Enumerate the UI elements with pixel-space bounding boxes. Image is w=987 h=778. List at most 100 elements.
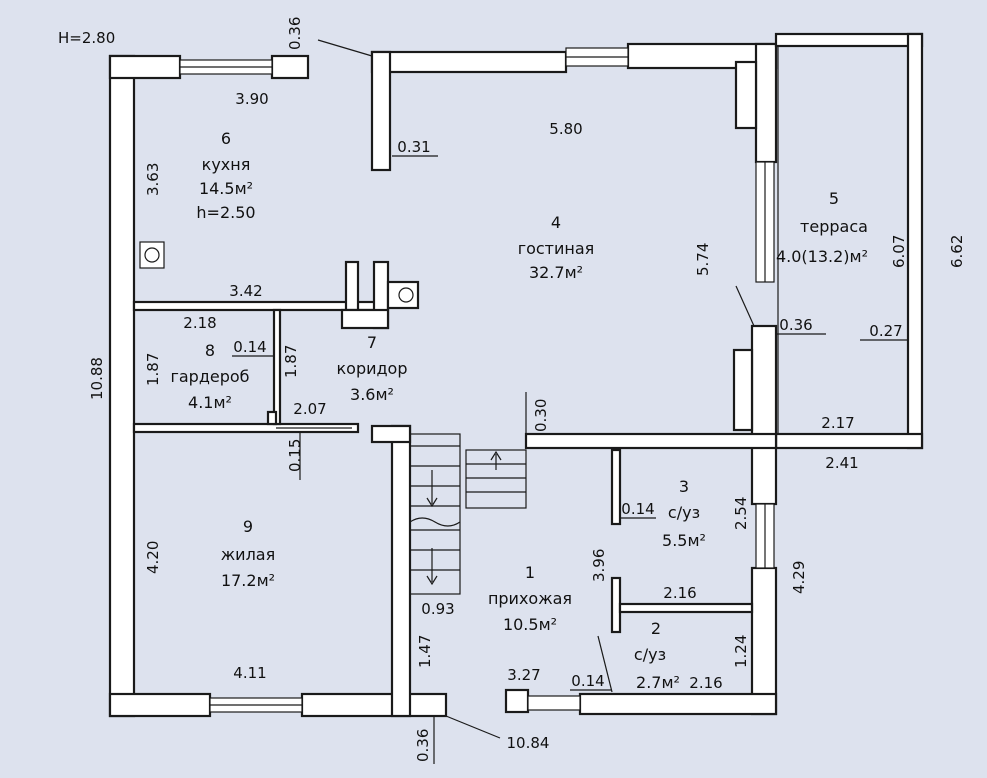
room-area: 5.5м² — [662, 531, 706, 550]
dimension: 3.42 — [229, 282, 262, 300]
room-number: 3 — [679, 477, 689, 496]
dimension: 0.14 — [621, 500, 654, 518]
dimension: 1.47 — [416, 635, 434, 668]
dimension: 0.14 — [233, 338, 266, 356]
windows — [179, 47, 775, 713]
dimension: 2.16 — [689, 674, 722, 692]
terrace-right-wall — [906, 32, 924, 450]
dimension: 0.31 — [397, 138, 430, 156]
dimension: 6.62 — [948, 235, 966, 268]
dimension: 2.18 — [183, 314, 216, 332]
bath-right-wall — [750, 566, 778, 716]
room-name: жилая — [221, 545, 275, 564]
living-right-pier — [734, 60, 758, 130]
bath3-left-partition — [610, 448, 622, 526]
stair-left-wall — [390, 424, 412, 718]
dimension: 4.11 — [233, 664, 266, 682]
terrace-top-wall — [774, 32, 924, 48]
room-number: 6 — [221, 129, 231, 148]
kitchen-top-wall-left — [108, 54, 182, 80]
living-right-wall-upper — [754, 42, 778, 164]
room-number: 5 — [829, 189, 839, 208]
kitchen-bottom-partition — [132, 300, 378, 312]
living-left-pier — [370, 50, 392, 172]
dimension: 2.17 — [821, 414, 854, 432]
dimension: 3.63 — [144, 163, 162, 196]
dimension: 3.90 — [235, 90, 268, 108]
dimension: 5.80 — [549, 120, 582, 138]
stair-break-line — [409, 517, 461, 527]
dimension: 0.15 — [286, 439, 304, 472]
terrace-bottom-wall — [774, 432, 924, 450]
terrace-inner-line — [777, 45, 909, 435]
boiler — [139, 241, 165, 269]
dimension: 0.36 — [414, 729, 432, 762]
room-number: 8 — [205, 341, 215, 360]
room-name: гардероб — [170, 367, 249, 386]
staircase — [409, 433, 527, 595]
partitions — [132, 241, 754, 634]
dimension: 2.41 — [825, 454, 858, 472]
stove-circle — [398, 287, 414, 303]
arrow-down-icon — [426, 575, 438, 586]
stair-run — [409, 433, 461, 595]
room-ceiling-height: h=2.50 — [196, 203, 255, 222]
chimney-left — [344, 260, 360, 312]
arrow-down-icon — [426, 497, 438, 508]
chimney-base — [340, 308, 390, 330]
room-area: 14.5м² — [199, 179, 253, 198]
dimension: 2.16 — [663, 584, 696, 602]
leader-lines — [232, 39, 908, 764]
room-number: 1 — [525, 563, 535, 582]
room-name: с/уз — [668, 503, 700, 522]
room-area: 17.2м² — [221, 571, 275, 590]
room-number: 9 — [243, 517, 253, 536]
dimension: 4.20 — [144, 541, 162, 574]
dimension: 0.14 — [571, 672, 604, 690]
room-area: 4.0(13.2)м² — [776, 247, 868, 266]
labels: H=2.80 6 кухня 14.5м² h=2.50 4 гостиная … — [58, 17, 966, 762]
height-label: H=2.80 — [58, 29, 115, 47]
bath2-left-partition — [610, 576, 622, 634]
dimension: 0.93 — [421, 600, 454, 618]
dimension: 6.07 — [890, 235, 908, 268]
room-area: 32.7м² — [529, 263, 583, 282]
entry-door — [527, 695, 581, 711]
dimension: 3.96 — [590, 549, 608, 582]
room-name: прихожая — [488, 589, 572, 608]
room-name: с/уз — [634, 645, 666, 664]
room-area: 2.7м² — [636, 673, 680, 692]
bottom-wall-right — [578, 692, 778, 716]
room-number: 2 — [651, 619, 661, 638]
living-right-wall-lower — [750, 324, 778, 506]
arrow-up-icon — [490, 450, 502, 461]
wardrobe-right-partition — [272, 308, 282, 426]
dimension: 10.88 — [88, 357, 106, 400]
boiler-circle — [144, 247, 160, 263]
living-bottom-wall — [524, 432, 778, 450]
wardrobe-bottom-partition — [132, 422, 360, 434]
room-area: 4.1м² — [188, 393, 232, 412]
room-number: 7 — [367, 333, 377, 352]
kitchen-top-wall-right — [270, 54, 310, 80]
dimension: 10.84 — [507, 734, 550, 752]
room-name: коридор — [336, 359, 407, 378]
dimension: 1.24 — [732, 635, 750, 668]
dimension: 2.07 — [293, 400, 326, 418]
room-number: 4 — [551, 213, 561, 232]
living-top-wall-left — [370, 50, 568, 74]
dimension: 0.36 — [779, 316, 812, 334]
dimension: 5.74 — [694, 243, 712, 276]
dimension: 0.27 — [869, 322, 902, 340]
dimension: 1.87 — [144, 353, 162, 386]
left-wall — [108, 54, 136, 718]
dimension: 4.29 — [790, 561, 808, 594]
bath-middle-partition — [618, 602, 754, 614]
room-name: гостиная — [518, 239, 595, 258]
stair-top-stub — [370, 424, 412, 444]
entry-post — [504, 688, 530, 714]
room-area: 10.5м² — [503, 615, 557, 634]
room-name: терраса — [800, 217, 868, 236]
